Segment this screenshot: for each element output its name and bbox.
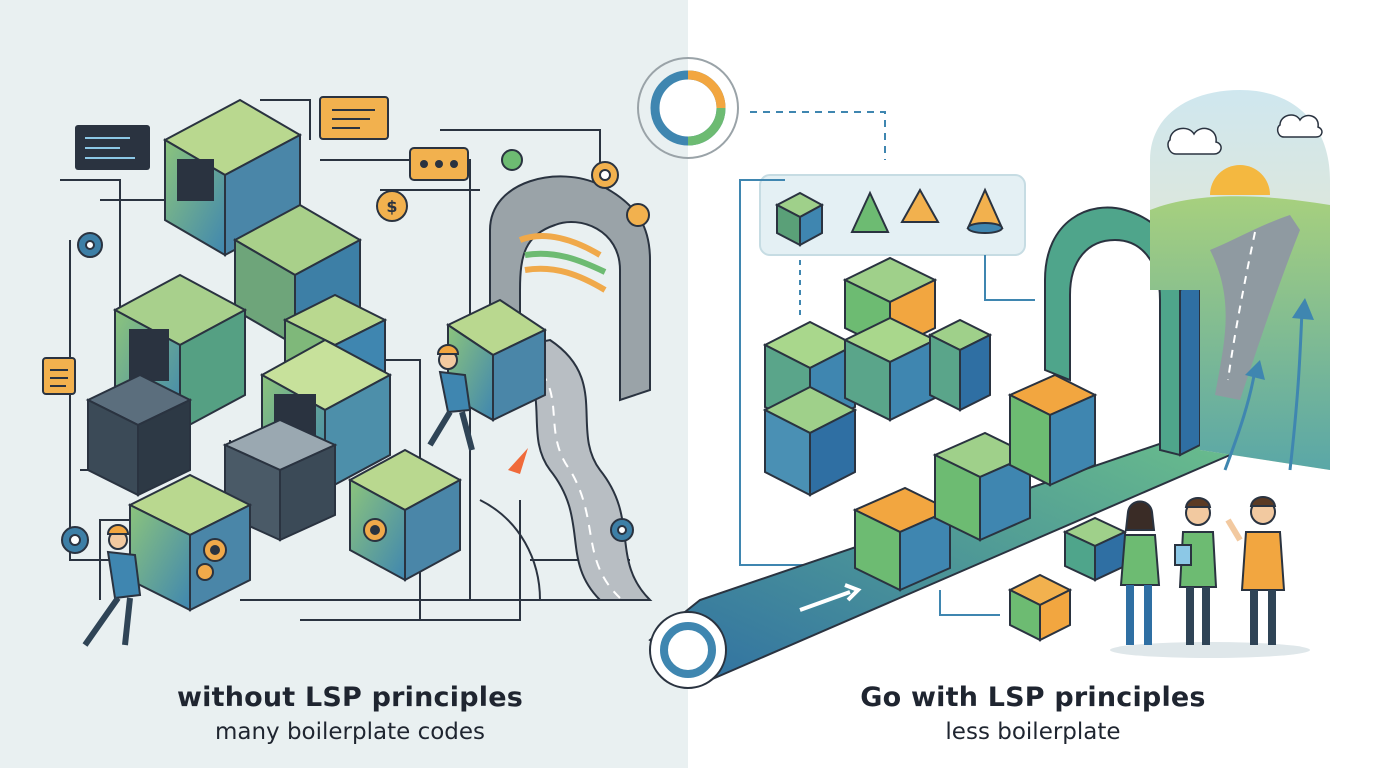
archway-left	[489, 175, 651, 402]
belt-cubes	[852, 373, 1098, 592]
cube-cluster-left	[85, 98, 548, 612]
chat-bubble-icon	[501, 149, 650, 227]
pyramid-icon	[900, 187, 940, 223]
right-subtitle: less boilerplate	[945, 719, 1121, 745]
person-icon	[1174, 497, 1218, 645]
svg-text:$: $	[386, 197, 397, 216]
landscape	[1150, 90, 1330, 470]
cone-icon	[966, 187, 1004, 234]
cube-icon	[1007, 516, 1128, 642]
code-window-icon	[75, 125, 150, 170]
pyramid-icon	[850, 190, 890, 233]
person-icon	[1225, 496, 1286, 645]
right-caption: Go with LSP principles less boilerplate	[778, 682, 1288, 745]
arrow-icon	[508, 448, 528, 474]
worker-icon	[427, 344, 475, 451]
left-caption: without LSP principles many boilerplate …	[90, 682, 610, 745]
worker-icon	[82, 524, 142, 647]
archway-right	[1044, 206, 1201, 457]
person-icon	[1119, 500, 1161, 645]
right-title: Go with LSP principles	[860, 682, 1206, 713]
dots-bubble-icon	[409, 147, 469, 181]
arrow-icon	[1223, 309, 1304, 471]
left-subtitle: many boilerplate codes	[214, 719, 486, 745]
progress-ring-icon	[637, 57, 739, 159]
sun-icon	[1210, 165, 1270, 195]
gear-icon	[196, 518, 387, 581]
cloud-icon	[1167, 114, 1323, 155]
shapes-panel	[759, 174, 1026, 256]
coin-icon: $	[376, 190, 408, 222]
tangled-wires	[60, 99, 640, 621]
left-title: without LSP principles	[177, 682, 523, 713]
gear-icon	[61, 161, 634, 554]
document-icon	[319, 96, 389, 140]
cube-stack-right	[762, 256, 993, 497]
list-note-icon	[42, 357, 76, 395]
